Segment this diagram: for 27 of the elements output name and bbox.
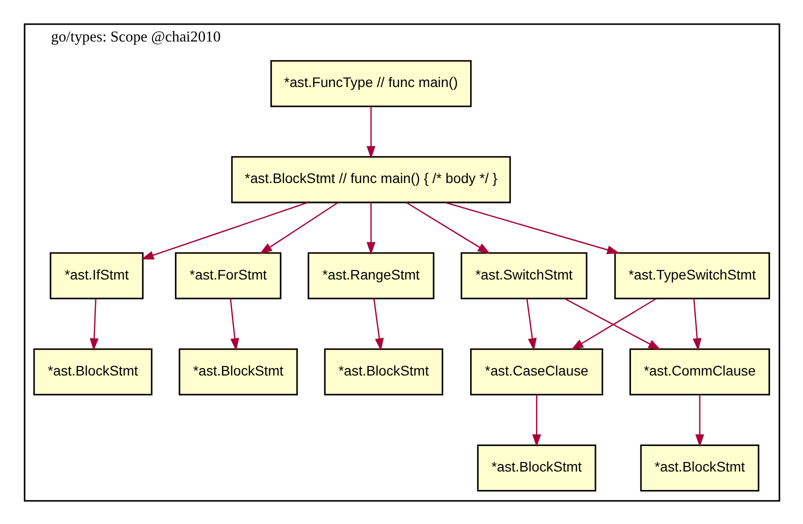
arrow — [89, 298, 98, 350]
arrow — [692, 298, 702, 350]
node-box: *ast.BlockStmt — [324, 348, 443, 395]
arrow — [694, 394, 704, 447]
arrow — [372, 298, 384, 350]
node-box: *ast.TypeSwitchStmt — [614, 252, 770, 299]
arrow — [259, 202, 338, 254]
arrow — [532, 394, 541, 447]
node-box: *ast.BlockStmt — [32, 348, 152, 395]
node-box: *ast.BlockStmt — [178, 348, 298, 395]
node-box: *ast.CommClause — [628, 348, 770, 395]
node-box: *ast.SwitchStmt — [460, 252, 587, 299]
arrow — [366, 106, 375, 158]
node-box: *ast.FuncType // func main() — [270, 60, 472, 107]
arrow — [526, 298, 536, 350]
arrow — [366, 202, 375, 254]
arrow — [229, 298, 239, 350]
node-box: *ast.BlockStmt // func main() { /* body */ } — [230, 156, 510, 203]
node-box: *ast.IfStmt — [49, 252, 144, 299]
arrow — [140, 201, 308, 259]
arrow — [406, 202, 490, 254]
node-box: *ast.RangeStmt — [307, 252, 434, 299]
node-box: *ast.ForStmt — [174, 252, 281, 299]
node-box: *ast.BlockStmt — [640, 444, 759, 491]
node-box: *ast.BlockStmt — [476, 444, 596, 491]
node-box: *ast.CaseClause — [470, 348, 603, 395]
arrow — [444, 201, 620, 254]
